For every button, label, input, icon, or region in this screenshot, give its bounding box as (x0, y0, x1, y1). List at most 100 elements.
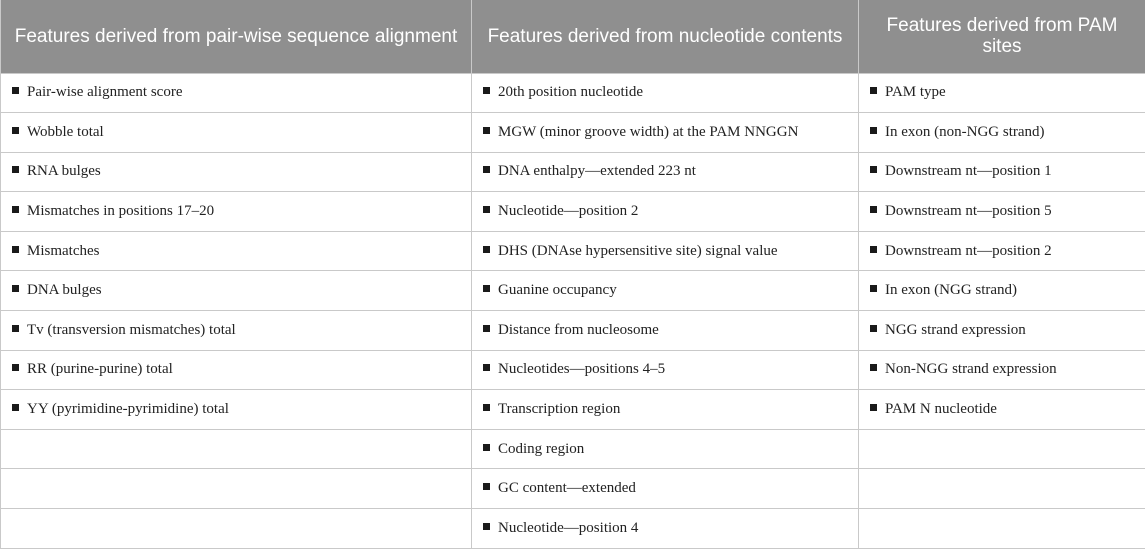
square-bullet-icon (483, 483, 490, 491)
square-bullet-icon (12, 126, 19, 134)
feature-label: Wobble total (27, 123, 104, 140)
feature-label: Downstream nt—position 5 (885, 203, 1052, 220)
cell-pam-feature (858, 468, 1145, 510)
table-row: Pair-wise alignment score 20th position n… (0, 72, 1145, 114)
cell-pam-feature (858, 508, 1145, 549)
square-bullet-icon (12, 324, 19, 332)
header-pairwise-alignment: Features derived from pair-wise sequence… (0, 0, 472, 73)
square-bullet-icon (483, 443, 490, 451)
square-bullet-icon (12, 364, 19, 372)
feature-label: Tv (transversion mismatches) total (27, 321, 236, 338)
feature-label: GC content—extended (498, 480, 636, 497)
cell-pam-feature: PAM N nucleotide (858, 389, 1145, 430)
cell-pairwise-feature: Tv (transversion mismatches) total (0, 310, 472, 351)
cell-pairwise-feature: Pair-wise alignment score (0, 72, 472, 114)
square-bullet-icon (870, 206, 877, 214)
cell-nucleotide-feature: MGW (minor groove width) at the PAM NNGG… (471, 112, 859, 153)
cell-pairwise-feature: YY (pyrimidine-pyrimidine) total (0, 389, 472, 430)
feature-label: Downstream nt—position 1 (885, 163, 1052, 180)
cell-pairwise-feature: RNA bulges (0, 151, 472, 193)
feature-label: Guanine occupancy (498, 282, 617, 299)
feature-label: Nucleotides—positions 4–5 (498, 361, 666, 378)
square-bullet-icon (483, 364, 490, 372)
cell-nucleotide-feature: Transcription region (471, 389, 859, 430)
table-row: Wobble total MGW (minor groove width) at … (0, 112, 1145, 153)
cell-nucleotide-feature: DNA enthalpy—extended 223 nt (471, 151, 859, 193)
cell-pam-feature: PAM type (858, 72, 1145, 114)
feature-label: MGW (minor groove width) at the PAM NNGG… (498, 123, 799, 140)
feature-label: Non-NGG strand expression (885, 361, 1057, 378)
header-pam-sites: Features derived from PAM sites (858, 0, 1145, 73)
table-row: Nucleotide—position 4 (0, 508, 1145, 549)
feature-label: In exon (NGG strand) (885, 282, 1018, 299)
cell-nucleotide-feature: Nucleotide—position 4 (471, 508, 859, 549)
table-row: Coding region (0, 428, 1145, 470)
square-bullet-icon (870, 245, 877, 253)
cell-pam-feature (858, 428, 1145, 470)
feature-label: RNA bulges (27, 163, 101, 180)
cell-nucleotide-feature: 20th position nucleotide (471, 72, 859, 114)
table-row: DNA bulges Guanine occupancy In exon (NGG … (0, 270, 1145, 312)
table-row: Tv (transversion mismatches) total Distan… (0, 310, 1145, 351)
square-bullet-icon (12, 166, 19, 174)
feature-label: Nucleotide—position 4 (498, 519, 639, 536)
square-bullet-icon (483, 522, 490, 530)
cell-pam-feature: In exon (NGG strand) (858, 270, 1145, 312)
feature-label: Pair-wise alignment score (27, 84, 183, 101)
square-bullet-icon (483, 166, 490, 174)
cell-nucleotide-feature: Coding region (471, 428, 859, 470)
table-row: GC content—extended (0, 468, 1145, 510)
feature-label: DHS (DNAse hypersensitive site) signal v… (498, 242, 778, 259)
cell-nucleotide-feature: Distance from nucleosome (471, 310, 859, 351)
square-bullet-icon (12, 87, 19, 95)
table-row: YY (pyrimidine-pyrimidine) total Transcri… (0, 389, 1145, 430)
table-row: Mismatches DHS (DNAse hypersensitive site… (0, 230, 1145, 272)
square-bullet-icon (483, 285, 490, 293)
cell-pairwise-feature: Mismatches in positions 17–20 (0, 191, 472, 232)
cell-pairwise-feature: RR (purine-purine) total (0, 349, 472, 391)
square-bullet-icon (12, 206, 19, 214)
feature-label: PAM N nucleotide (885, 401, 997, 418)
header-nucleotide-contents: Features derived from nucleotide content… (471, 0, 859, 73)
square-bullet-icon (12, 285, 19, 293)
feature-label: Mismatches in positions 17–20 (27, 203, 215, 220)
feature-label: DNA bulges (27, 282, 102, 299)
feature-label: In exon (non-NGG strand) (885, 123, 1045, 140)
feature-label: DNA enthalpy—extended 223 nt (498, 163, 696, 180)
feature-label: NGG strand expression (885, 321, 1026, 338)
cell-nucleotide-feature: GC content—extended (471, 468, 859, 510)
square-bullet-icon (870, 285, 877, 293)
feature-label: Coding region (498, 440, 585, 457)
cell-pairwise-feature (0, 468, 472, 510)
square-bullet-icon (483, 404, 490, 412)
cell-pam-feature: Downstream nt—position 1 (858, 151, 1145, 193)
cell-pairwise-feature: Wobble total (0, 112, 472, 153)
cell-pam-feature: Non-NGG strand expression (858, 349, 1145, 391)
feature-label: 20th position nucleotide (498, 84, 643, 101)
feature-label: Nucleotide—position 2 (498, 203, 639, 220)
feature-label: RR (purine-purine) total (27, 361, 173, 378)
square-bullet-icon (483, 87, 490, 95)
square-bullet-icon (12, 245, 19, 253)
feature-label: PAM type (885, 84, 946, 101)
square-bullet-icon (483, 245, 490, 253)
feature-label: Downstream nt—position 2 (885, 242, 1052, 259)
square-bullet-icon (870, 126, 877, 134)
square-bullet-icon (870, 166, 877, 174)
feature-label: Transcription region (498, 401, 621, 418)
cell-pairwise-feature: Mismatches (0, 230, 472, 272)
cell-pairwise-feature: DNA bulges (0, 270, 472, 312)
square-bullet-icon (870, 364, 877, 372)
table-row: RNA bulges DNA enthalpy—extended 223 nt Do… (0, 151, 1145, 193)
cell-pairwise-feature (0, 428, 472, 470)
square-bullet-icon (483, 324, 490, 332)
table-row: Mismatches in positions 17–20 Nucleotide—… (0, 191, 1145, 232)
cell-nucleotide-feature: Nucleotide—position 2 (471, 191, 859, 232)
square-bullet-icon (483, 126, 490, 134)
cell-nucleotide-feature: DHS (DNAse hypersensitive site) signal v… (471, 230, 859, 272)
cell-pam-feature: Downstream nt—position 2 (858, 230, 1145, 272)
table-body: Pair-wise alignment score 20th position n… (0, 72, 1145, 549)
cell-pam-feature: In exon (non-NGG strand) (858, 112, 1145, 153)
square-bullet-icon (870, 87, 877, 95)
